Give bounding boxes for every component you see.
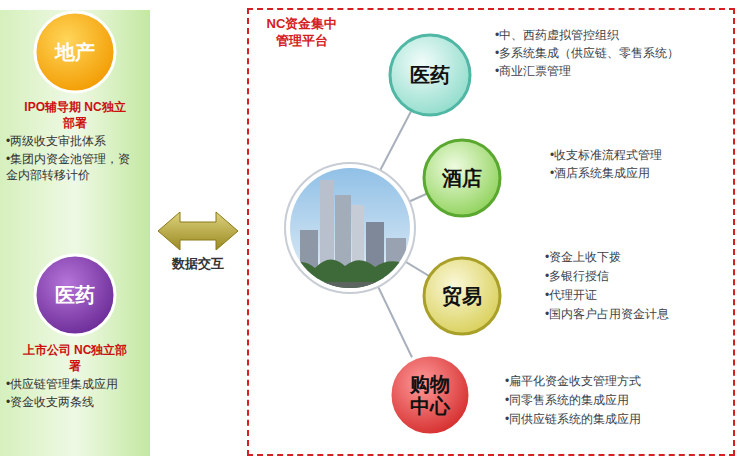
category-circle: 地产: [33, 10, 117, 94]
platform-title: NC资金集中管理平台: [261, 16, 343, 50]
circle-label: 地产: [55, 41, 95, 63]
circle-label: 购物中心: [408, 373, 452, 417]
circle-outline: [35, 255, 115, 335]
circle-label: 贸易: [442, 285, 482, 307]
left-panel: [0, 10, 150, 456]
feature-bullet: •集团内资金池管理，资金内部转移计价: [6, 152, 140, 183]
business-circle: 贸易: [422, 256, 502, 336]
city-photo: [285, 163, 415, 295]
category-circle: 医药: [33, 253, 117, 337]
feature-bullet: •资金上收下拨: [545, 250, 730, 266]
feature-bullet: •商业汇票管理: [495, 64, 730, 80]
feature-bullet: •扁平化资金收支管理方式: [505, 374, 730, 390]
feature-bullet: •国内客户占用资金计息: [545, 307, 730, 323]
deployment-caption: 上市公司 NC独立部署: [20, 343, 130, 374]
business-circle: 购物中心: [388, 353, 472, 437]
circle-outline: [424, 140, 500, 216]
feature-bullet: •两级收支审批体系: [6, 134, 146, 150]
circle-label: 医药: [55, 284, 95, 306]
feature-bullet: •中、西药虚拟管控组织: [495, 28, 730, 44]
feature-bullet: •资金收支两条线: [6, 395, 146, 411]
exchange-label: 数据交互: [160, 256, 236, 273]
circle-outline: [35, 12, 115, 92]
circle-outline: [390, 355, 470, 435]
feature-bullet: •多系统集成（供应链、零售系统）: [495, 46, 730, 62]
circle-label: 酒店: [442, 167, 482, 189]
feature-bullet: •代理开证: [545, 288, 730, 304]
circle-outline: [390, 35, 470, 115]
feature-bullet: •酒店系统集成应用: [550, 166, 730, 182]
feature-bullet: •同供应链系统的集成应用: [505, 412, 730, 428]
double-arrow: [158, 212, 238, 250]
platform-frame: NC资金集中管理平台医药酒店贸易购物中心: [247, 8, 735, 456]
circle-outline: [424, 258, 500, 334]
feature-bullet: •同零售系统的集成应用: [505, 393, 730, 409]
business-circle: 酒店: [422, 138, 502, 218]
feature-bullet: •多银行授信: [545, 269, 730, 285]
business-circle: 医药: [388, 33, 472, 117]
deployment-caption: IPO辅导期 NC独立部署: [20, 100, 130, 131]
feature-bullet: •供应链管理集成应用: [6, 377, 146, 393]
feature-bullet: •收支标准流程式管理: [550, 148, 730, 164]
circle-label: 医药: [410, 64, 450, 86]
